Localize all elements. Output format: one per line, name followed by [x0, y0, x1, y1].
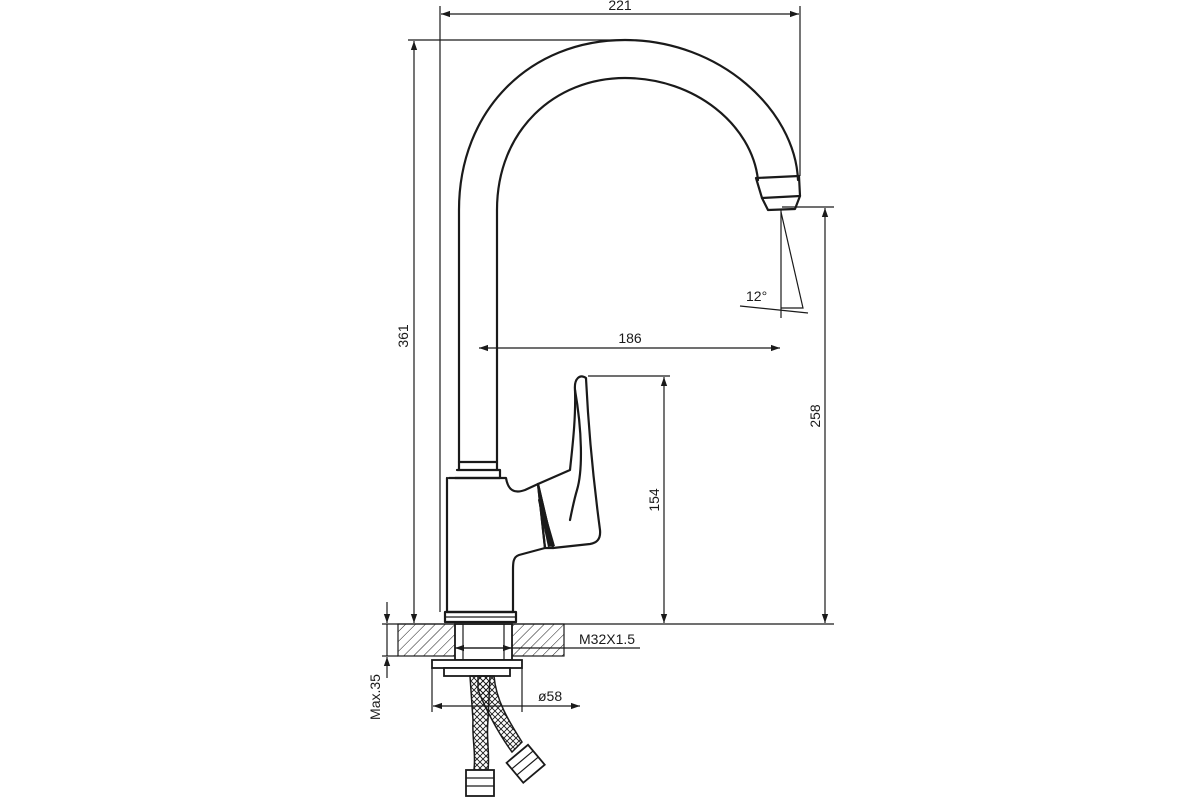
label-overall-height: 361 [395, 324, 411, 348]
threaded-shank [454, 623, 513, 661]
label-spout-height: 258 [807, 404, 823, 428]
spout-outer [457, 38, 800, 472]
dimension-labels: 221 361 186 258 154 12° M32X1.5 ø58 Max.… [367, 0, 823, 720]
label-base-diameter: ø58 [538, 688, 562, 704]
body [445, 476, 547, 614]
label-max-thickness: Max.35 [367, 674, 383, 720]
collar [453, 460, 502, 480]
label-overall-width: 221 [608, 0, 632, 13]
label-spout-angle: 12° [746, 288, 767, 304]
hose-fitting-left [465, 769, 495, 797]
label-spout-reach: 186 [618, 330, 642, 346]
lever-handle-detail [568, 388, 583, 522]
lever-handle [536, 375, 602, 550]
label-handle-height: 154 [646, 488, 662, 512]
countertop-hatch-right [511, 623, 565, 657]
supply-hoses [465, 675, 546, 797]
hose-right [477, 675, 523, 754]
lever-shadow [538, 494, 555, 547]
angle-wedge [780, 211, 804, 309]
mounting-washer [431, 659, 523, 669]
aerator-tip [760, 194, 802, 212]
countertop [397, 623, 565, 677]
dimension-lines [382, 6, 834, 712]
countertop-hatch-left [397, 623, 456, 657]
label-thread: M32X1.5 [579, 631, 635, 647]
spout-inner [495, 76, 760, 472]
aerator [754, 174, 802, 200]
base-ring [443, 610, 518, 624]
mounting-nut [443, 667, 511, 677]
hose-fitting-right [505, 743, 546, 784]
